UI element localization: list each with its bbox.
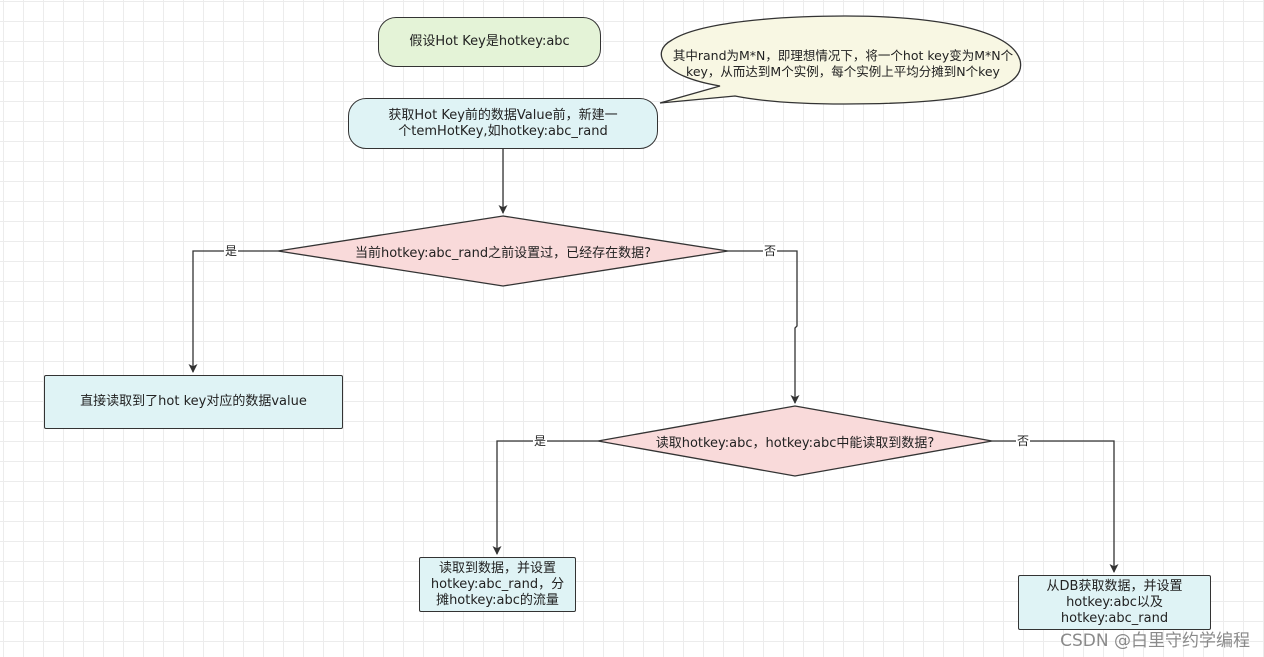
edge-label-d1-no: 否 <box>763 244 778 258</box>
direct-read-node: 直接读取到了hot key对应的数据value <box>44 375 343 429</box>
edge-decision2-no <box>992 440 1119 573</box>
decision-diamond-2 <box>597 405 993 477</box>
edge-label-d1-yes: 是 <box>224 244 239 258</box>
decision-2-label: 读取hotkey:abc，hotkey:abc中能读取到数据? <box>655 435 935 451</box>
edge-decision2-yes <box>492 440 598 555</box>
decision-1-label: 当前hotkey:abc_rand之前设置过，已经存在数据? <box>354 245 652 261</box>
callout-text: 其中rand为M*N，即理想情况下，将一个hot key变为M*N个key，从而… <box>672 48 1014 79</box>
db-fetch-node: 从DB获取数据，并设置hotkey:abc以及hotkey:abc_rand <box>1018 575 1211 630</box>
watermark: CSDN @白里守约学编程 <box>1060 631 1250 651</box>
callout-bubble <box>659 15 1022 105</box>
edge-decision1-no <box>728 250 800 404</box>
create-temp-key-node: 获取Hot Key前的数据Value前，新建一个temHotKey,如hotke… <box>348 98 658 149</box>
read-and-set-node: 读取到数据，并设置hotkey:abc_rand，分摊hotkey:abc的流量 <box>419 557 576 612</box>
decision-diamond-1 <box>277 215 729 287</box>
edge-label-d2-yes: 是 <box>533 434 548 448</box>
edge-decision1-yes <box>188 250 278 373</box>
start-node: 假设Hot Key是hotkey:abc <box>378 17 601 67</box>
edge-label-d2-no: 否 <box>1016 434 1031 448</box>
